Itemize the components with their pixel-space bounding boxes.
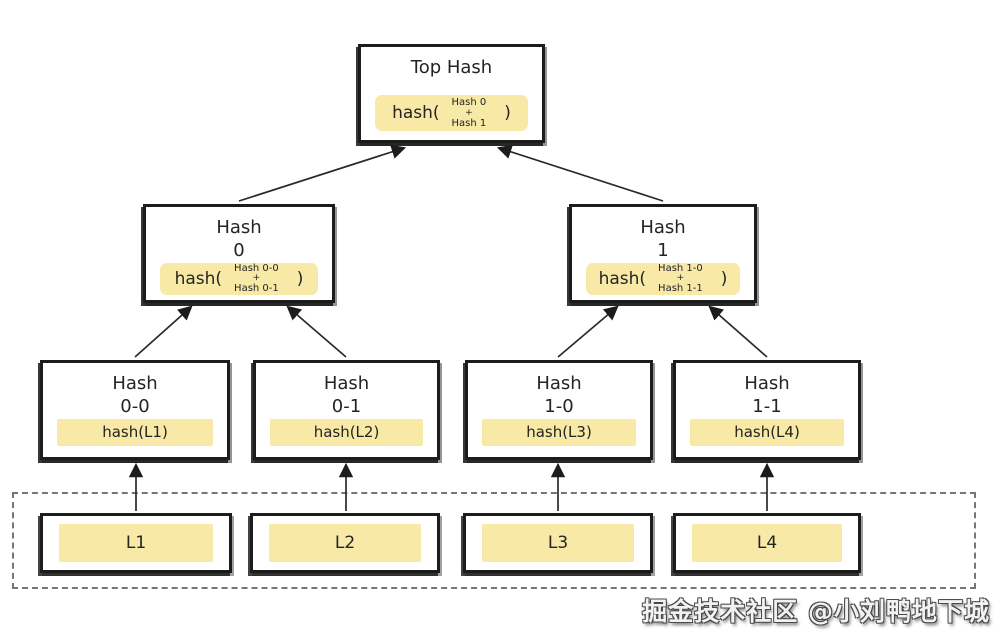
formula-prefix: hash( — [392, 103, 440, 123]
formula-prefix: hash( — [174, 268, 223, 289]
formula-suffix: ) — [296, 268, 304, 289]
data-block-label: L2 — [269, 524, 421, 562]
hash-formula: hash(L1) — [57, 418, 213, 446]
formula-suffix: ) — [504, 103, 511, 123]
title-line1: Hash — [744, 373, 790, 394]
formula-prefix: hash( — [598, 268, 647, 289]
hash-formula: hash( Hash 1-0 + Hash 1-1 ) — [586, 262, 740, 295]
title-line2: 0 — [233, 240, 245, 262]
watermark: 掘金技术社区 @小刘鸭地下城 — [642, 597, 990, 626]
data-block-label: L1 — [59, 524, 213, 562]
formula-operand-bottom: Hash 1 — [451, 117, 487, 129]
formula-operand-top: Hash 0 — [451, 97, 487, 108]
title-line2: 1 — [657, 240, 669, 262]
hash-formula: hash( Hash 0 + Hash 1 ) — [375, 95, 528, 131]
title-line2: 0-0 — [120, 396, 150, 418]
hash-formula: hash(L2) — [270, 418, 423, 446]
formula-operand-top: Hash 1-0 — [658, 262, 703, 274]
connector-hash01-to-hash0 — [286, 305, 347, 358]
connector-hash0-to-top — [238, 144, 407, 202]
formula-operands: Hash 1-0 + Hash 1-1 — [658, 263, 703, 295]
formula-operator: + — [676, 273, 685, 284]
connector-hash11-to-hash1 — [708, 305, 768, 358]
connector-hash00-to-hash0 — [134, 305, 193, 358]
connector-hash10-to-hash1 — [557, 305, 619, 358]
title-line1: Hash — [640, 217, 686, 238]
title-line1: Hash — [536, 373, 582, 394]
title-line1: Hash — [112, 373, 158, 394]
hash-formula: hash( Hash 0-0 + Hash 0-1 ) — [160, 262, 318, 295]
data-block-l3: L3 — [463, 513, 653, 573]
formula-operand-bottom: Hash 0-1 — [234, 283, 279, 295]
formula-suffix: ) — [720, 268, 728, 289]
data-block-l1: L1 — [40, 513, 232, 573]
title-line1: Hash — [323, 373, 370, 394]
data-block-label: L4 — [692, 524, 842, 562]
formula-operator: + — [252, 273, 261, 284]
connector-hash1-to-top — [496, 144, 664, 202]
title-line1: Hash — [216, 217, 262, 238]
title-line2: 1-1 — [752, 396, 782, 418]
hash-formula: hash(L3) — [482, 418, 636, 446]
data-block-l4: L4 — [673, 513, 861, 573]
data-block-l2: L2 — [250, 513, 440, 573]
formula-operand-bottom: Hash 1-1 — [658, 283, 703, 295]
formula-operand-top: Hash 0-0 — [234, 262, 279, 274]
data-block-label: L3 — [482, 524, 634, 562]
title-line2: 0-1 — [331, 396, 362, 418]
data-blocks-group-outline — [12, 492, 976, 589]
title-line2: 1-0 — [544, 396, 574, 418]
node-title: Top Hash — [410, 57, 493, 78]
formula-operands: Hash 0-0 + Hash 0-1 — [234, 263, 279, 295]
formula-operands: Hash 0 + Hash 1 — [452, 97, 487, 129]
formula-operator: + — [465, 107, 473, 118]
hash-formula: hash(L4) — [690, 418, 844, 446]
node-top-hash: Top Hash hash( Hash 0 + Hash 1 ) — [358, 44, 545, 143]
